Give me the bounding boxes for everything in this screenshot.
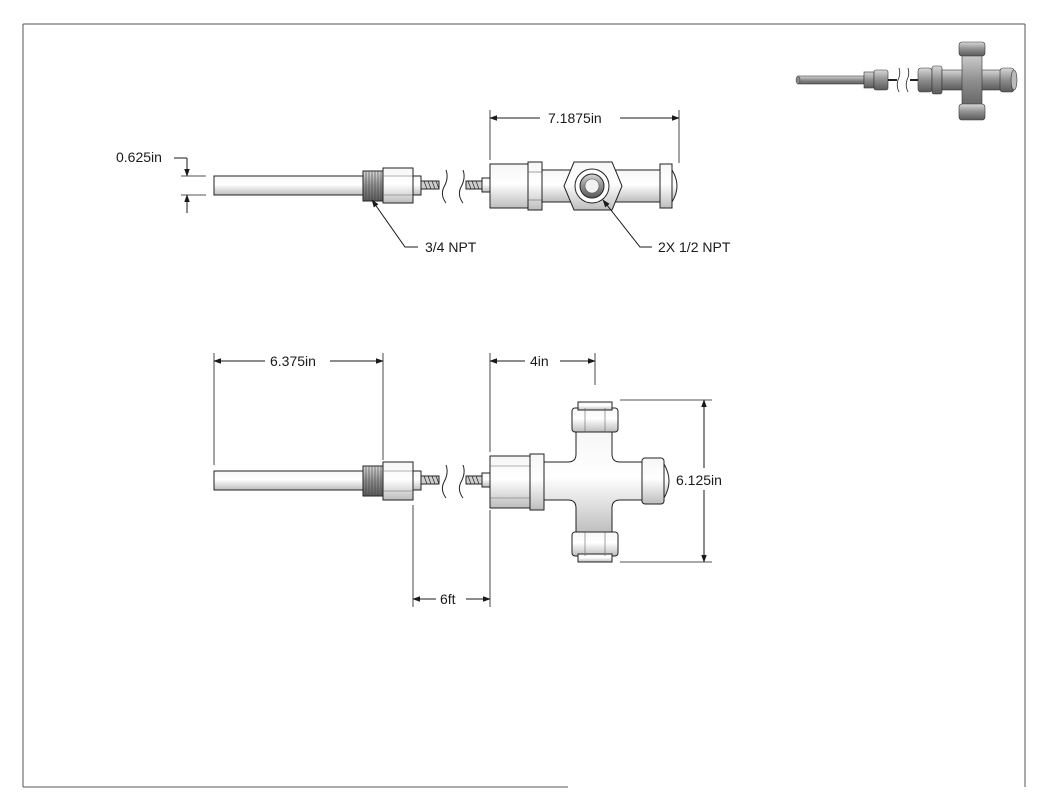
bottom-port-hex: [571, 531, 619, 557]
front-view: [213, 401, 670, 563]
callout-npt-ports: 2X 1/2 NPT: [658, 239, 731, 255]
top-port-hex: [571, 407, 619, 433]
dim-rod-length: 6.375in: [270, 353, 316, 369]
hex-nut-top: [382, 167, 414, 204]
fitting-body-top: [489, 163, 529, 209]
callout-npt-main: 3/4 NPT: [425, 239, 477, 255]
dim-top-length: 7.1875in: [548, 110, 602, 126]
end-cap-top: [659, 163, 673, 209]
dim-branch: 4in: [530, 353, 549, 369]
sheet-frame: [22, 23, 1026, 788]
top-dimensions: 0.625in 7.1875in 3/4 NPT 2X 1/2 NPT: [116, 110, 731, 255]
front-dimensions: 6.375in 4in 6.125in 6ft: [213, 353, 722, 607]
probe-rod-top: [213, 175, 365, 196]
cable-stub-left-front: [420, 475, 440, 485]
top-view: [213, 161, 678, 211]
dim-tube-diameter: 0.625in: [116, 149, 162, 165]
end-cap-front: [641, 457, 665, 505]
hex-nut-front: [382, 461, 414, 501]
isometric-assembly-icon: [795, 41, 1018, 121]
dim-cable-length: 6ft: [440, 591, 456, 607]
dim-height: 6.125in: [676, 472, 722, 488]
cross-body: [543, 429, 643, 535]
fitting-body-front: [489, 455, 531, 509]
cable-stub-left-top: [420, 180, 440, 190]
probe-rod-front: [213, 470, 365, 491]
